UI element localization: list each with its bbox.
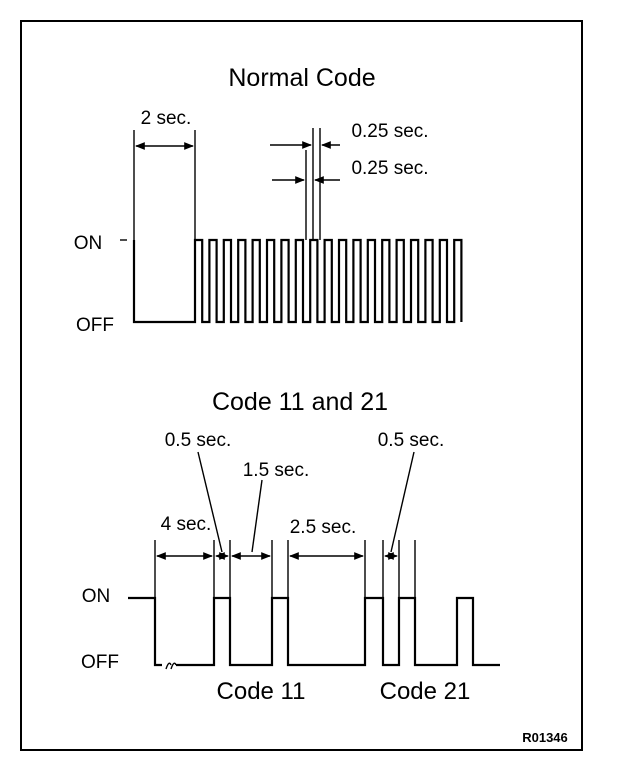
- normal-off-label: OFF: [76, 315, 114, 336]
- leader-05sec: [197, 451, 223, 553]
- code-off-label: OFF: [81, 652, 119, 673]
- normal-code-waveform: [132, 238, 463, 324]
- normal-2sec-label: 2 sec.: [141, 108, 192, 129]
- figure-reference: R01346: [522, 730, 568, 745]
- code-21-label: Code 21: [380, 678, 471, 705]
- leader-05sec-2: [390, 451, 415, 553]
- code-05sec-label-2: 0.5 sec.: [378, 430, 445, 451]
- code-waveform: [176, 596, 500, 667]
- code-on-label: ON: [82, 586, 111, 607]
- code-11-label: Code 11: [217, 678, 306, 705]
- code-title: Code 11 and 21: [212, 388, 388, 416]
- code-25sec-label: 2.5 sec.: [290, 517, 357, 538]
- normal-code-title: Normal Code: [228, 64, 375, 92]
- diagram-frame: [20, 20, 583, 751]
- code-4sec-label: 4 sec.: [161, 514, 212, 535]
- code-15sec-label: 1.5 sec.: [243, 460, 310, 481]
- normal-on-time-label: 0.25 sec.: [351, 121, 428, 142]
- normal-on-label: ON: [74, 233, 103, 254]
- leader-15sec: [251, 479, 263, 553]
- code-05sec-label: 0.5 sec.: [165, 430, 232, 451]
- normal-off-time-label: 0.25 sec.: [351, 158, 428, 179]
- break-mark: [165, 662, 177, 670]
- code-lead-waveform: [128, 596, 162, 667]
